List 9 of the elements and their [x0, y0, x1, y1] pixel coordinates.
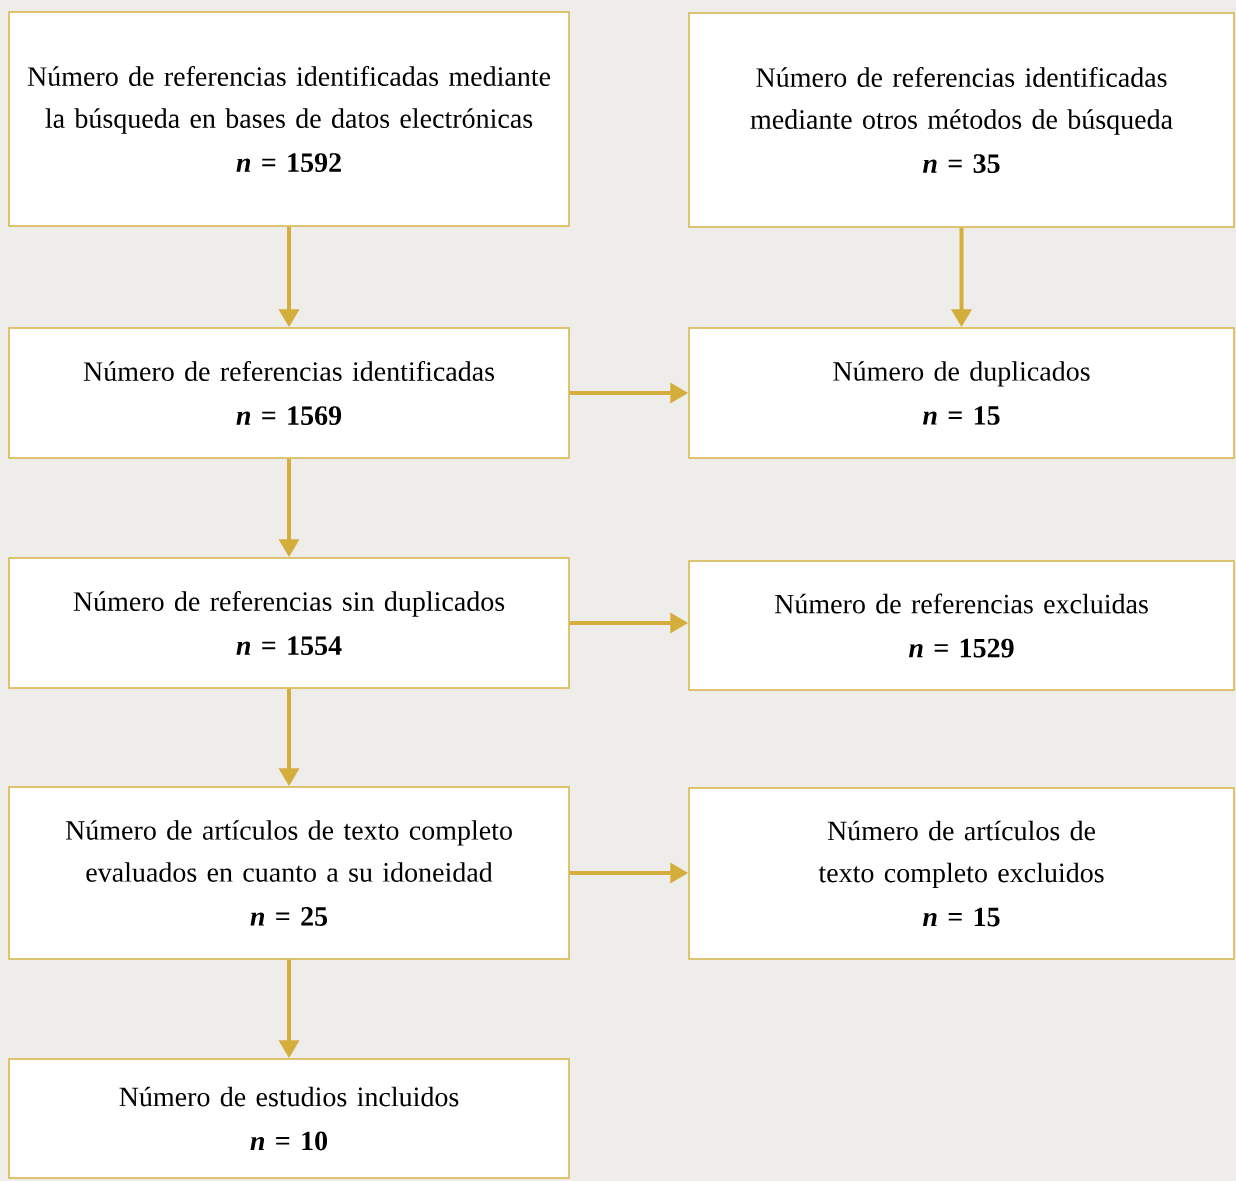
- process-box: Número de referencias excluidas n = 1529: [688, 560, 1235, 691]
- process-box: Número de referencias sin duplicados n = 1554: [8, 557, 570, 689]
- process-box: Número de referencias identificadas mediante la búsqueda en bases de datos electrónicas n = 1592: [8, 11, 570, 227]
- process-box: Número de estudios incluidos n = 10: [8, 1058, 570, 1179]
- process-box: Número de referencias identificadas mediante otros métodos de búsqueda n = 35: [688, 12, 1235, 228]
- process-box: Número de artículos de texto completo excluidos n = 15: [688, 787, 1235, 960]
- process-box: Número de duplicados n = 15: [688, 327, 1235, 459]
- process-box: Número de artículos de texto completo evaluados en cuanto a su idoneidad n = 25: [8, 786, 570, 960]
- process-box: Número de referencias identificadas n = 1569: [8, 327, 570, 459]
